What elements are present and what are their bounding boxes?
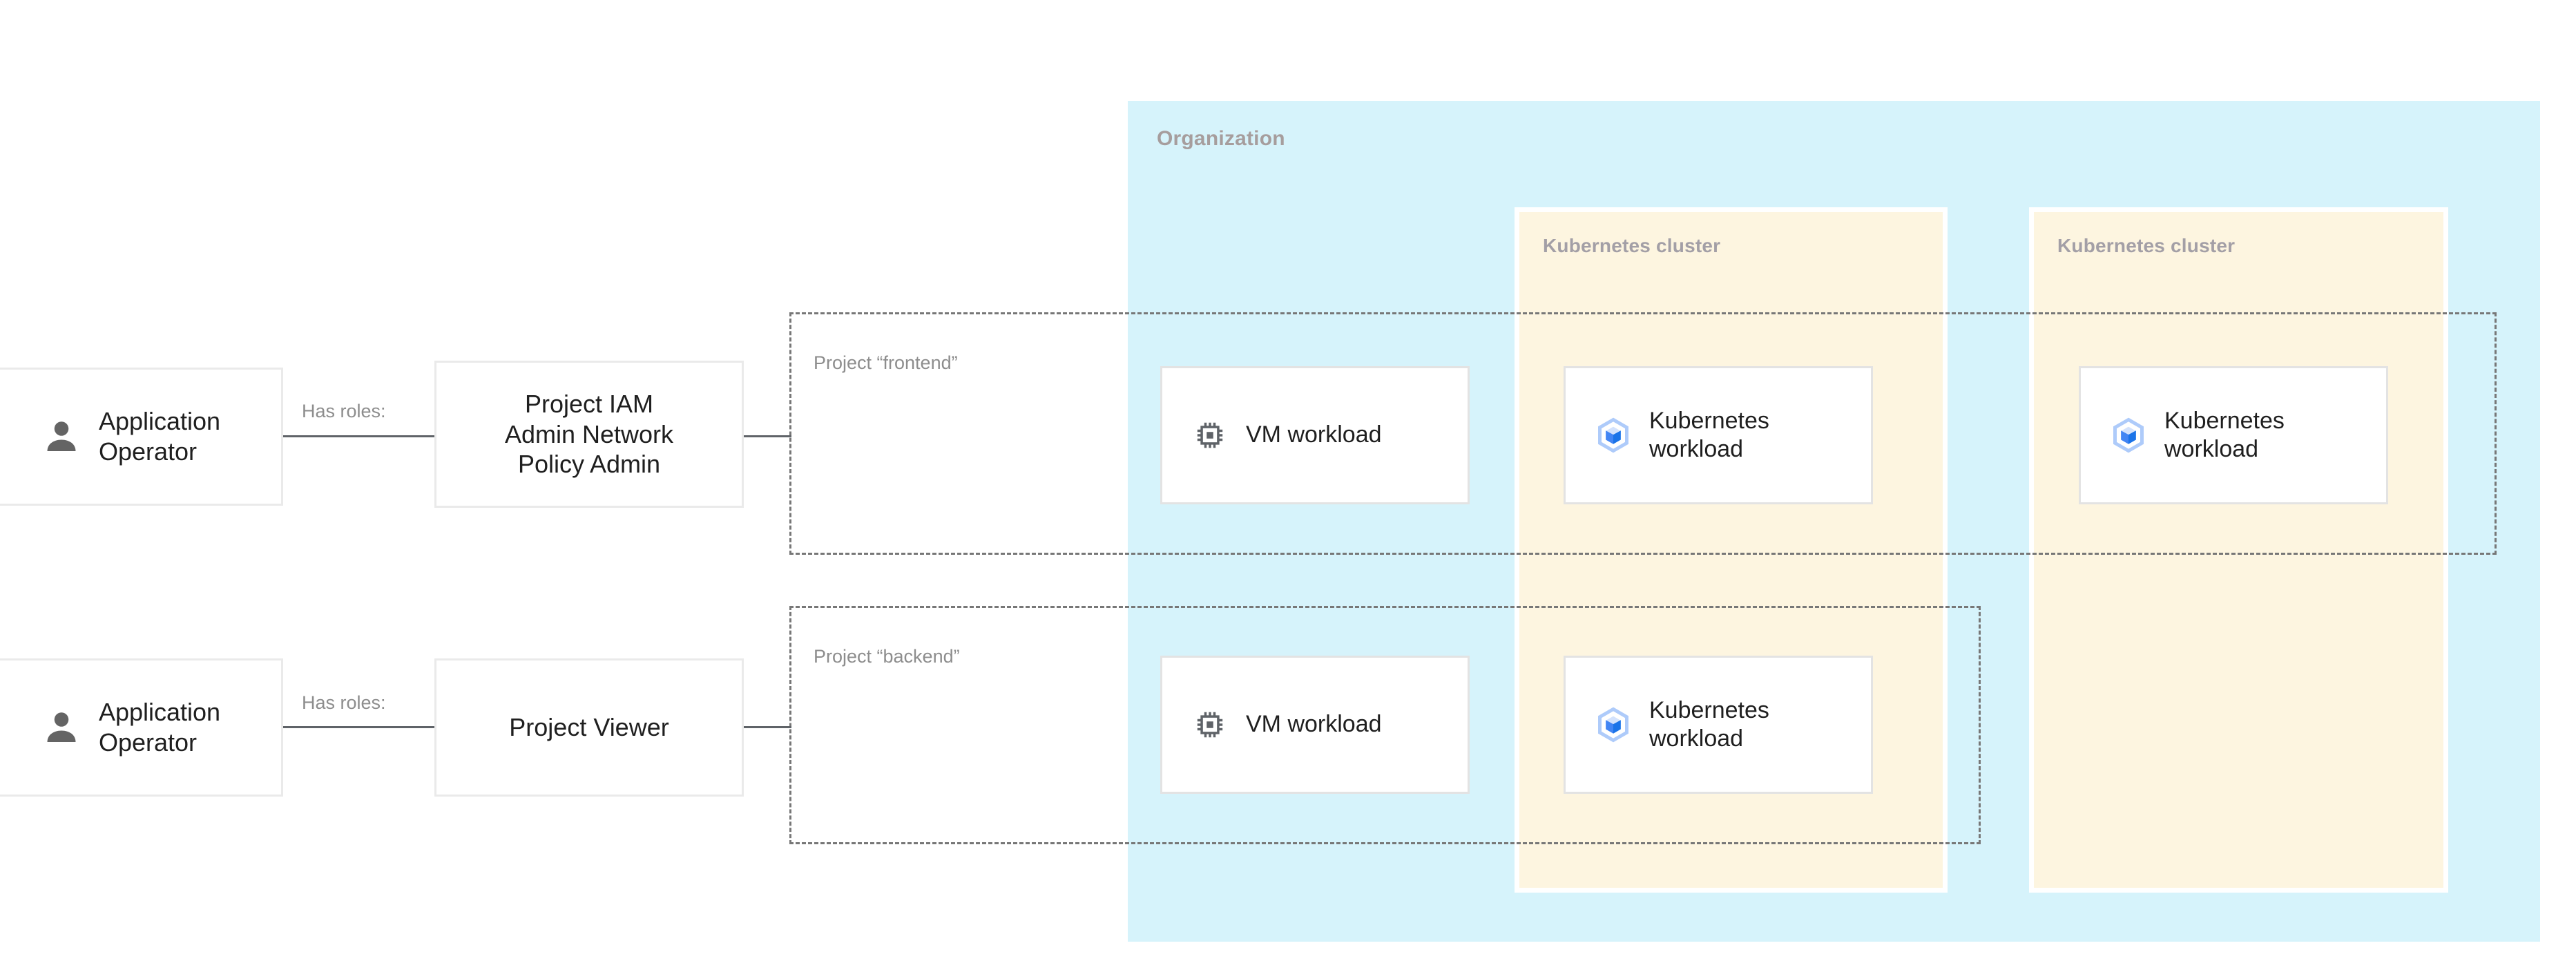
project-frontend-boundary: Project “frontend” [789,312,2497,555]
role-node-backend[interactable]: Project Viewer [434,658,744,797]
kubernetes-workload-card-frontend-cluster2[interactable]: Kubernetes workload [2079,366,2388,504]
vm-workload-label-backend: VM workload [1246,711,1382,738]
project-backend-boundary: Project “backend” [789,606,1981,844]
has-roles-label-frontend: Has roles: [302,401,386,421]
role-label-backend: Project Viewer [509,713,669,742]
vm-workload-card-frontend[interactable]: VM workload [1160,366,1470,504]
kubernetes-cube-icon [2113,417,2144,453]
role-node-frontend[interactable]: Project IAM Admin Network Policy Admin [434,361,744,508]
kubernetes-cube-icon [1598,707,1628,743]
kubernetes-cluster-2: Kubernetes cluster [2029,207,2448,893]
cpu-chip-icon [1197,712,1223,738]
cpu-chip-icon [1197,422,1223,448]
person-icon [47,712,76,742]
organization-label: Organization [1157,127,1285,150]
connector-role-to-project-backend [742,726,791,728]
connector-actor-to-role-backend [283,726,436,728]
connector-role-to-project-frontend [742,435,791,437]
kubernetes-workload-card-backend-cluster1[interactable]: Kubernetes workload [1564,656,1873,794]
application-operator-node-backend[interactable]: Application Operator [0,658,283,797]
kubernetes-cube-icon [1598,417,1628,453]
person-icon [47,421,76,451]
application-operator-label-frontend: Application Operator [98,407,221,466]
project-backend-label: Project “backend” [814,646,960,667]
project-frontend-label: Project “frontend” [814,352,958,373]
kubernetes-workload-label-backend-cluster1: Kubernetes workload [1649,696,1769,752]
kubernetes-workload-card-frontend-cluster1[interactable]: Kubernetes workload [1564,366,1873,504]
kubernetes-cluster-2-label: Kubernetes cluster [2057,235,2236,256]
vm-workload-label-frontend: VM workload [1246,421,1382,448]
kubernetes-workload-label-frontend-cluster1: Kubernetes workload [1649,407,1769,462]
has-roles-label-backend: Has roles: [302,692,386,713]
kubernetes-cluster-1-label: Kubernetes cluster [1543,235,1721,256]
connector-actor-to-role-frontend [283,435,436,437]
application-operator-label-backend: Application Operator [98,698,221,757]
vm-workload-card-backend[interactable]: VM workload [1160,656,1470,794]
role-label-frontend: Project IAM Admin Network Policy Admin [504,389,674,479]
kubernetes-workload-label-frontend-cluster2: Kubernetes workload [2164,407,2285,462]
application-operator-node-frontend[interactable]: Application Operator [0,368,283,506]
